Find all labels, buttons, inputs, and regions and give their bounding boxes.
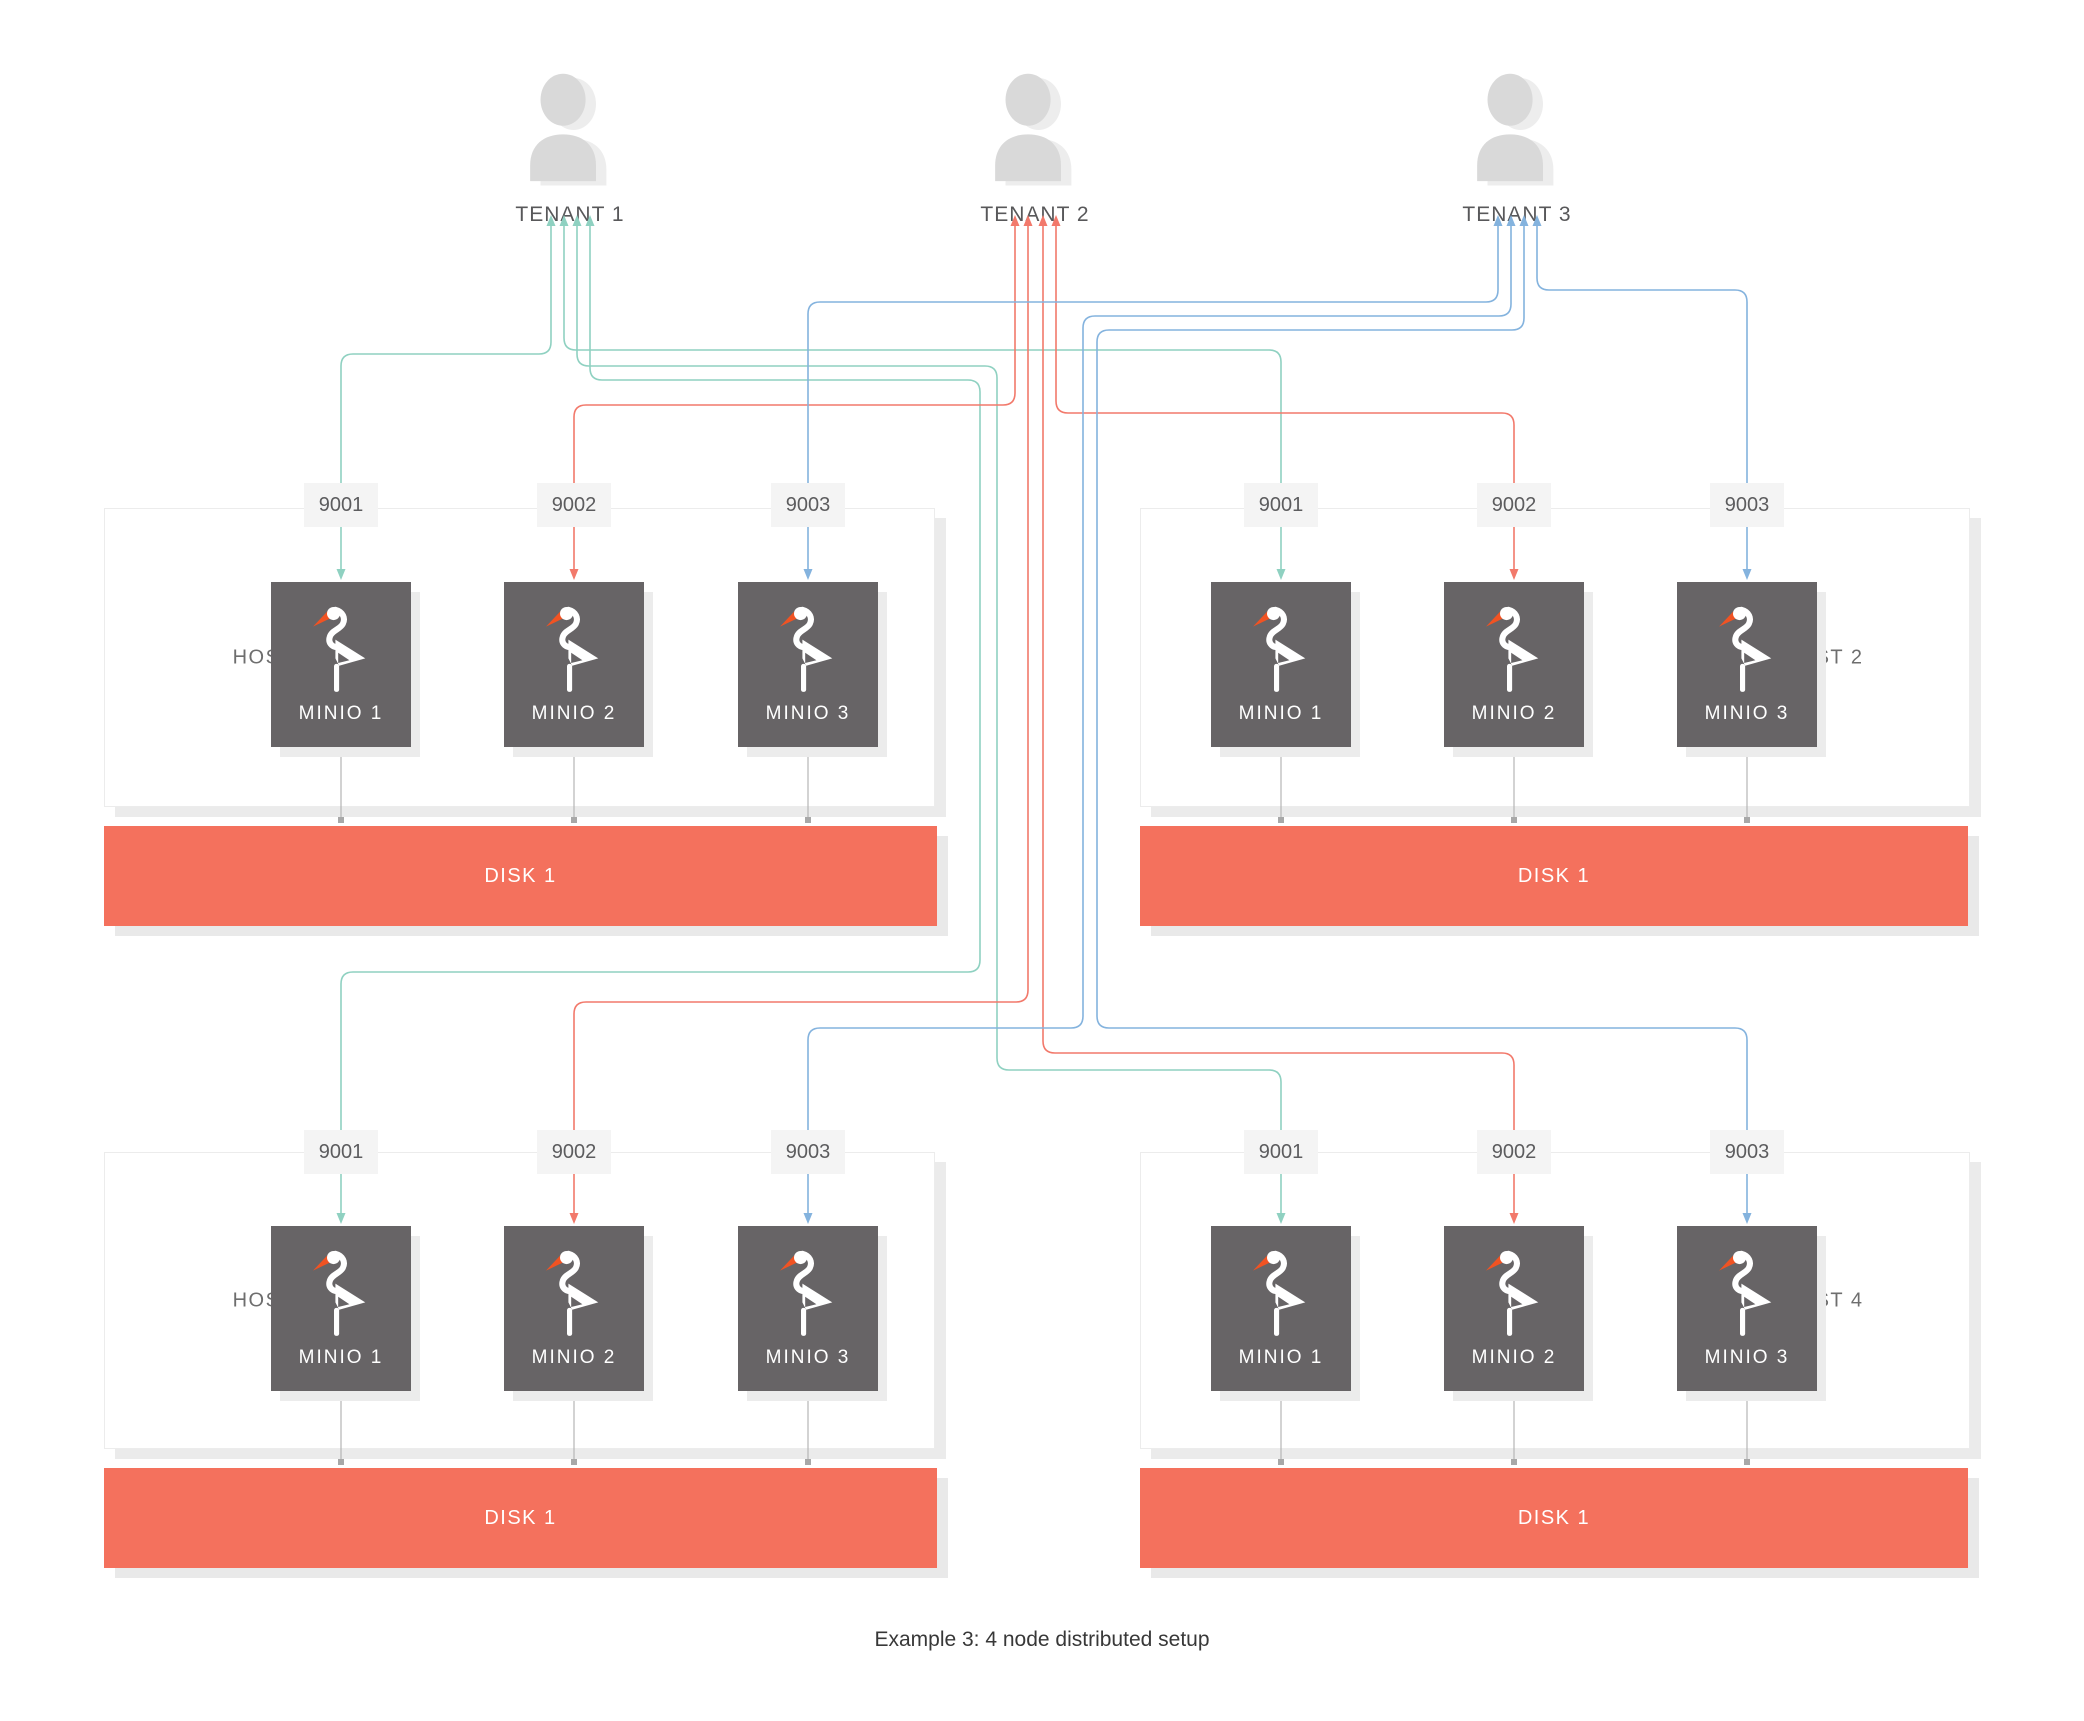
connector-endpoints xyxy=(338,745,1750,1465)
minio-node-label: MINIO 3 xyxy=(765,703,851,724)
tenant1-arrowheads xyxy=(336,215,1286,1224)
minio-bird-icon xyxy=(1253,604,1309,694)
tenant1-routes xyxy=(340,224,1282,1216)
minio-node-label: MINIO 3 xyxy=(1704,1347,1790,1368)
minio-node: MINIO 2 xyxy=(1444,1226,1584,1391)
minio-node: MINIO 1 xyxy=(1211,1226,1351,1391)
disk-host2: DISK 1 xyxy=(1140,826,1968,926)
tenant2-routes xyxy=(573,224,1515,1216)
port-label: 9001 xyxy=(304,483,378,527)
port-label: 9003 xyxy=(1710,1130,1784,1174)
minio-bird-icon xyxy=(780,604,836,694)
minio-bird-icon xyxy=(546,1248,602,1338)
minio-node-label: MINIO 1 xyxy=(1238,1347,1324,1368)
minio-bird-icon xyxy=(780,1248,836,1338)
minio-node: MINIO 2 xyxy=(1444,582,1584,747)
minio-node-label: MINIO 1 xyxy=(298,703,384,724)
minio-bird-icon xyxy=(546,604,602,694)
minio-node-label: MINIO 3 xyxy=(1704,703,1790,724)
minio-node-label: MINIO 2 xyxy=(531,1347,617,1368)
minio-bird-icon xyxy=(1486,604,1542,694)
minio-bird-icon xyxy=(1719,604,1775,694)
minio-node-label: MINIO 2 xyxy=(531,703,617,724)
diagram-caption: Example 3: 4 node distributed setup xyxy=(874,1628,1210,1651)
minio-bird-icon xyxy=(313,1248,369,1338)
tenant-label: TENANT 2 xyxy=(980,203,1090,226)
minio-bird-icon xyxy=(1486,1248,1542,1338)
minio-disk-connectors xyxy=(340,748,1748,1463)
port-label: 9002 xyxy=(537,483,611,527)
port-label: 9002 xyxy=(1477,1130,1551,1174)
minio-bird-icon xyxy=(1253,1248,1309,1338)
tenant-1: TENANT 1 xyxy=(460,62,680,227)
disk-host4: DISK 1 xyxy=(1140,1468,1968,1568)
minio-node: MINIO 3 xyxy=(1677,582,1817,747)
port-label: 9003 xyxy=(771,483,845,527)
minio-node: MINIO 1 xyxy=(271,1226,411,1391)
tenant-label: TENANT 3 xyxy=(1462,203,1572,226)
disk-host1: DISK 1 xyxy=(104,826,937,926)
minio-node-label: MINIO 3 xyxy=(765,1347,851,1368)
port-label: 9001 xyxy=(304,1130,378,1174)
port-label: 9002 xyxy=(1477,483,1551,527)
tenant-label: TENANT 1 xyxy=(515,203,625,226)
minio-node: MINIO 2 xyxy=(504,582,644,747)
minio-node: MINIO 3 xyxy=(738,582,878,747)
disk-host3: DISK 1 xyxy=(104,1468,937,1568)
minio-node: MINIO 1 xyxy=(1211,582,1351,747)
minio-node-label: MINIO 2 xyxy=(1471,703,1557,724)
port-label: 9003 xyxy=(771,1130,845,1174)
tenant-2: TENANT 2 xyxy=(925,62,1145,227)
minio-bird-icon xyxy=(1719,1248,1775,1338)
tenant-3: TENANT 3 xyxy=(1407,62,1627,227)
port-label: 9001 xyxy=(1244,483,1318,527)
minio-node: MINIO 3 xyxy=(1677,1226,1817,1391)
minio-node: MINIO 3 xyxy=(738,1226,878,1391)
port-label: 9002 xyxy=(537,1130,611,1174)
port-label: 9001 xyxy=(1244,1130,1318,1174)
tenant2-arrowheads xyxy=(569,215,1519,1224)
minio-node-label: MINIO 1 xyxy=(298,1347,384,1368)
minio-node: MINIO 1 xyxy=(271,582,411,747)
minio-node: MINIO 2 xyxy=(504,1226,644,1391)
port-label: 9003 xyxy=(1710,483,1784,527)
minio-node-label: MINIO 2 xyxy=(1471,1347,1557,1368)
minio-node-label: MINIO 1 xyxy=(1238,703,1324,724)
tenant3-routes xyxy=(807,224,1748,1216)
minio-bird-icon xyxy=(313,604,369,694)
tenant3-arrowheads xyxy=(803,215,1752,1224)
